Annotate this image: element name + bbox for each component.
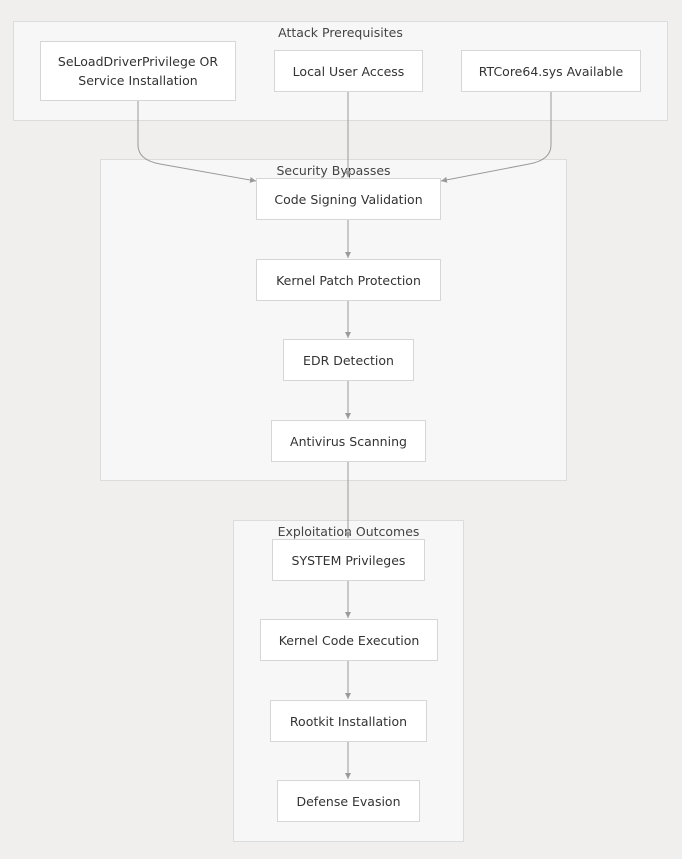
group-title-attack-prerequisites: Attack Prerequisites	[278, 25, 403, 40]
node-code-signing-validation: Code Signing Validation	[256, 178, 441, 220]
group-title-exploitation-outcomes: Exploitation Outcomes	[277, 524, 420, 539]
node-kernel-code-execution: Kernel Code Execution	[260, 619, 438, 661]
node-local-user-access: Local User Access	[274, 50, 423, 92]
node-defense-evasion: Defense Evasion	[277, 780, 420, 822]
node-rootkit-installation: Rootkit Installation	[270, 700, 427, 742]
group-title-security-bypasses: Security Bypasses	[276, 163, 391, 178]
node-seloaddriverprivilege: SeLoadDriverPrivilege OR Service Install…	[40, 41, 236, 101]
node-antivirus-scanning: Antivirus Scanning	[271, 420, 426, 462]
node-kernel-patch-protection: Kernel Patch Protection	[256, 259, 441, 301]
node-system-privileges: SYSTEM Privileges	[272, 539, 425, 581]
node-rtcore64-available: RTCore64.sys Available	[461, 50, 641, 92]
node-edr-detection: EDR Detection	[283, 339, 414, 381]
